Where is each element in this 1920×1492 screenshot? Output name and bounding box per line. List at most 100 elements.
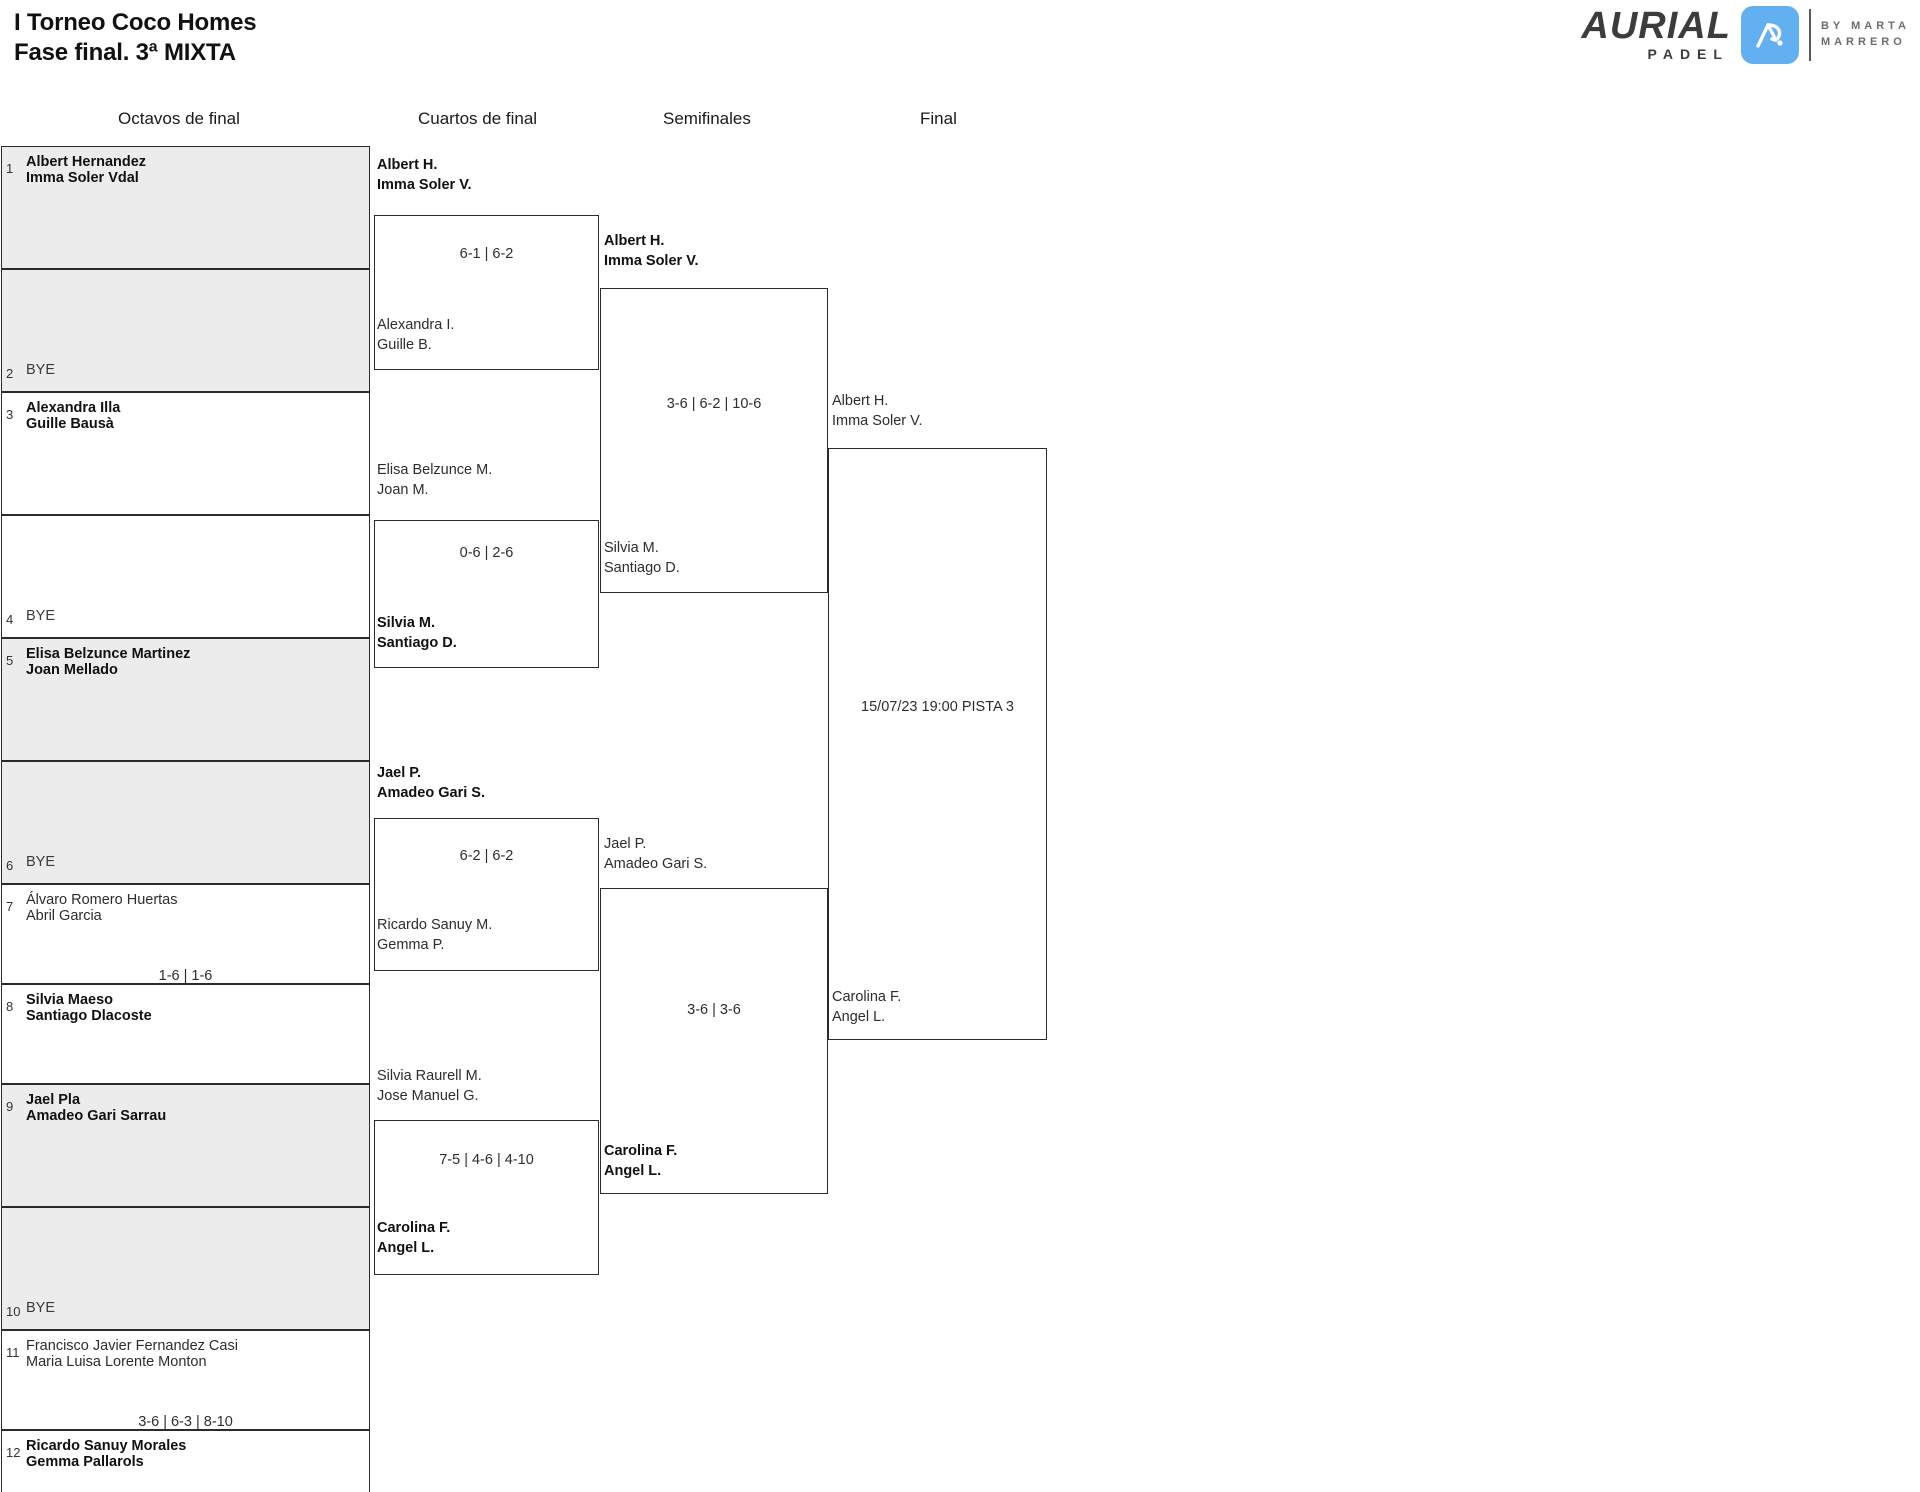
logo-divider [1808,9,1811,61]
logo-byline-2: MARRERO [1820,36,1906,48]
r16-slot-9[interactable] [1,1084,370,1207]
brand-logo: AURIAL PADEL BY MARTA MARRERO [1581,6,1910,64]
r16-seed-number-11: 11 [6,1345,20,1360]
qf-1-bottom-line1[interactable]: Alexandra I. [377,317,455,333]
r16-player-12-line1: Ricardo Sanuy Morales [26,1438,187,1454]
r16-slot-12[interactable] [1,1430,370,1492]
r16-player-9-line1: Jael Pla [26,1092,81,1108]
sf-1-bottom-line2[interactable]: Santiago D. [604,560,680,576]
r16-player-3-line2: Guille Bausà [26,416,114,433]
qf-4-top-line2[interactable]: Jose Manuel G. [377,1088,479,1104]
qf-3-score: 6-2 | 6-2 [459,848,514,864]
sf-1-top-line2[interactable]: Imma Soler V. [604,253,699,269]
r16-player-2[interactable]: BYE [26,362,55,378]
r16-player-8-line2: Santiago Dlacoste [26,1008,152,1025]
qf-1-top-line2[interactable]: Imma Soler V. [377,177,472,193]
qf-1-bottom-line2[interactable]: Guille B. [377,337,432,353]
logo-word-aurial: AURIAL [1581,4,1731,47]
round-header-final: Final [920,109,957,128]
r16-seed-number-12: 12 [6,1445,21,1460]
r16-seed-number-9: 9 [6,1099,14,1114]
sf-2-top-line2[interactable]: Amadeo Gari S. [604,856,708,872]
r16-slot-2[interactable] [1,269,370,392]
qf-4-top-line1[interactable]: Silvia Raurell M. [377,1068,482,1084]
r16-slot-10[interactable] [1,1207,370,1330]
qf-4-bracket-box [374,1120,599,1275]
round-header-octavos: Octavos de final [118,109,240,128]
r16-slot-8[interactable] [1,984,370,1084]
r16-player-10[interactable]: BYE [26,1300,55,1316]
aurial-mark-icon [1740,6,1799,64]
sf-1-score: 3-6 | 6-2 | 10-6 [666,396,762,412]
qf-2-bottom-line1[interactable]: Silvia M. [377,615,436,631]
qf-2-bracket-box [374,520,599,668]
qf-3-bottom-line1[interactable]: Ricardo Sanuy M. [377,917,493,933]
sf-2-top-line1[interactable]: Jael P. [604,836,647,852]
qf-2-score: 0-6 | 2-6 [459,545,514,561]
logo-word-padel: PADEL [1647,46,1729,63]
r16-player-5-line1: Elisa Belzunce Martinez [26,646,191,662]
logo-wordmark: AURIAL PADEL [1581,4,1731,63]
final-bottom-line1[interactable]: Carolina F. [832,989,902,1005]
r16-player-6-line1: BYE [26,854,56,870]
r16-player-2-line1: BYE [26,362,56,378]
r16-player-6[interactable]: BYE [26,854,55,870]
r16-slot-7[interactable] [1,884,370,984]
final-top-line2[interactable]: Imma Soler V. [832,413,923,429]
r16-player-4-line1: BYE [26,608,56,624]
r16-player-10-line1: BYE [26,1300,56,1316]
qf-2-top-line2[interactable]: Joan M. [377,482,429,498]
final-bracket-box [828,448,1047,1040]
r16-player-4[interactable]: BYE [26,608,55,624]
r16-slot-6[interactable] [1,761,370,884]
tournament-name: I Torneo Coco Homes [14,9,257,36]
r16-player-3-line1: Alexandra Illa [26,400,121,416]
sf-2-bottom-line2[interactable]: Angel L. [604,1163,662,1179]
sf-1-top-line1[interactable]: Albert H. [604,233,665,249]
qf-3-top-line1[interactable]: Jael P. [377,765,422,781]
r16-slot-11[interactable] [1,1330,370,1430]
r16-player-12-line2: Gemma Pallarols [26,1454,144,1471]
r16-slot-4[interactable] [1,515,370,638]
final-top-line1[interactable]: Albert H. [832,393,889,409]
final-bottom-line2[interactable]: Angel L. [832,1009,886,1025]
r16-player-7-line2: Abril Garcia [26,908,102,925]
r16-player-8-line1: Silvia Maeso [26,992,114,1008]
final-match-info: 15/07/23 19:00 PISTA 3 [861,699,1014,715]
qf-1-score: 6-1 | 6-2 [459,246,514,262]
r16-slot-3[interactable] [1,392,370,515]
qf-4-bottom-line2[interactable]: Angel L. [377,1240,435,1256]
qf-3-bottom-line2[interactable]: Gemma P. [377,937,445,953]
r16-seed-number-1: 1 [6,161,14,176]
round-header-cuartos: Cuartos de final [418,109,538,128]
sf-2-bracket-box [600,888,828,1194]
logo-byline: BY MARTA MARRERO [1821,19,1910,51]
qf-2-bottom-line2[interactable]: Santiago D. [377,635,457,651]
sf-2-bottom-line1[interactable]: Carolina F. [604,1143,678,1159]
r16-score-match-6: 3-6 | 6-3 | 8-10 [138,1414,233,1430]
r16-player-11-line1: Francisco Javier Fernandez Casi [26,1338,238,1354]
r16-slot-5[interactable] [1,638,370,761]
qf-4-bottom-line1[interactable]: Carolina F. [377,1220,451,1236]
r16-player-9-line2: Amadeo Gari Sarrau [26,1108,167,1125]
qf-3-top-line2[interactable]: Amadeo Gari S. [377,785,485,801]
qf-1-top-line1[interactable]: Albert H. [377,157,438,173]
sf-1-bottom-line1[interactable]: Silvia M. [604,540,659,556]
tournament-phase: Fase final. 3ª MIXTA [14,39,236,67]
sf-2-score: 3-6 | 3-6 [687,1002,741,1018]
sf-1-bracket-box [600,288,828,593]
r16-slot-1[interactable] [1,146,370,269]
r16-player-11-line2: Maria Luisa Lorente Monton [26,1354,207,1371]
r16-seed-number-3: 3 [6,407,14,422]
r16-player-1-line2: Imma Soler Vdal [26,170,139,187]
qf-2-top-line1[interactable]: Elisa Belzunce M. [377,462,493,478]
r16-seed-number-5: 5 [6,653,14,668]
